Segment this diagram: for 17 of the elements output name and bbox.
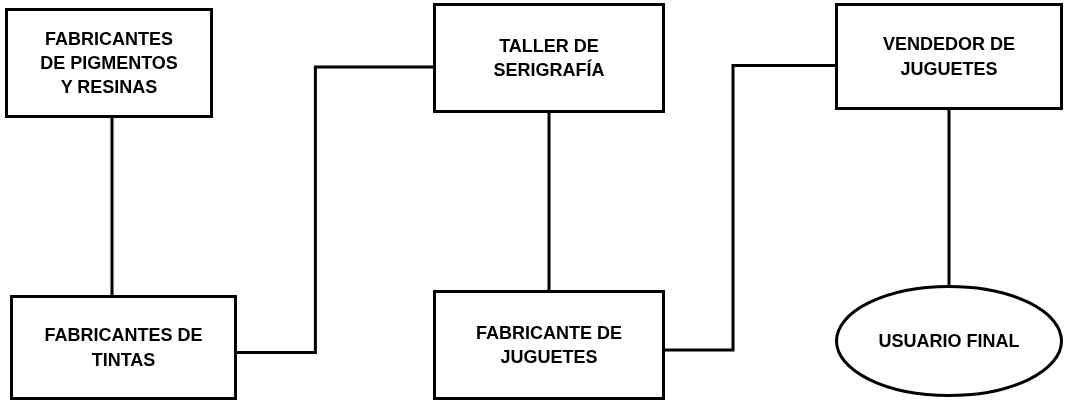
process-box (433, 3, 665, 113)
node-label: TALLER DE SERIGRAFÍA (492, 34, 606, 82)
node-label: VENDEDOR DE JUGUETES (882, 33, 1016, 81)
ellipse-node (835, 285, 1063, 397)
node-label: FABRICANTES DE TINTAS (43, 324, 204, 372)
process-box (10, 295, 237, 400)
connector-line (665, 64, 835, 352)
connector-line (547, 113, 551, 290)
node-label: FABRICANTE DE JUGUETES (475, 321, 623, 369)
node-label: USUARIO FINAL (878, 329, 1020, 353)
connector-line (237, 65, 433, 354)
node-label: FABRICANTES DE PIGMENTOS Y RESINAS (39, 27, 179, 100)
connector-line (947, 110, 951, 285)
process-box (433, 290, 665, 400)
connector-line (110, 118, 114, 295)
process-box (835, 3, 1063, 110)
process-box (5, 8, 213, 118)
